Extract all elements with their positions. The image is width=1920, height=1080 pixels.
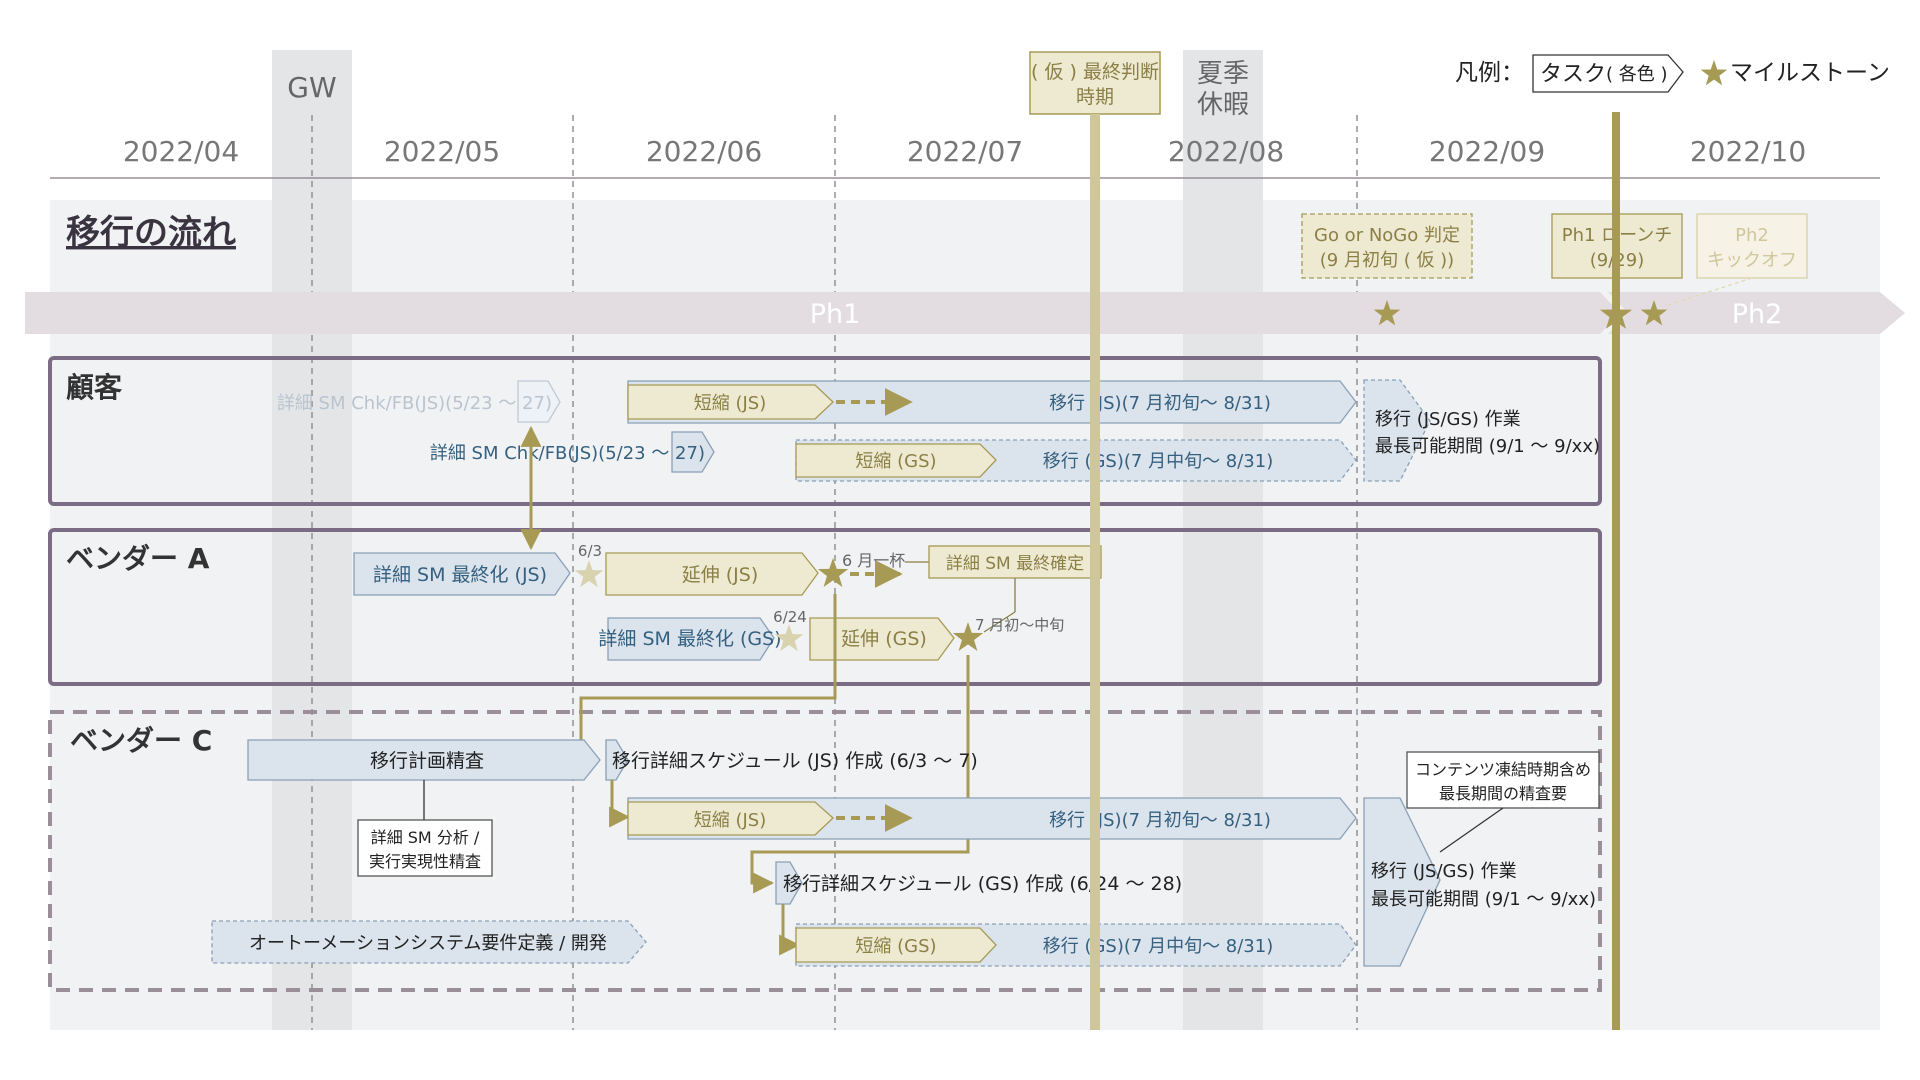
vendor-c-freeze-note-2: 最長期間の精査要 <box>1439 784 1567 803</box>
legend-label: 凡例： <box>1455 60 1524 86</box>
final-decision-box <box>1029 51 1161 115</box>
gonogo-label-1: Go or NoGo 判定 <box>1314 225 1460 246</box>
vendor-a-extend-gs-label: 延伸 (GS) <box>841 628 927 650</box>
customer-faded-task <box>517 380 561 423</box>
month-label: 2022/05 <box>384 135 500 168</box>
customer-section <box>48 356 1602 506</box>
summer-label-2: 休暇 <box>1197 90 1249 120</box>
vendor-c-plan-bar <box>247 739 601 781</box>
vendor-c-freeze-note-1: コンテンツ凍結時期含め <box>1415 760 1591 779</box>
legend-task-shape <box>1532 54 1684 93</box>
vendor-a-final-js-bar <box>353 552 571 596</box>
customer-work-label-2: 最長可能期間 (9/1 ～ 9/xx) <box>1375 436 1600 457</box>
vendor-c-migrate-gs-label: 移行 (GS)(7 月中旬～ 8/31) <box>1043 936 1274 957</box>
month-label: 2022/06 <box>646 135 762 168</box>
month-gridlines <box>311 115 1358 1030</box>
gonogo-label-2: (9 月初旬 ( 仮 )) <box>1320 250 1454 271</box>
legend-task-sub: ( 各色 ) <box>1606 64 1668 85</box>
gonogo-box <box>1301 213 1473 279</box>
vendor-a-final-js-label: 詳細 SM 最終化 (JS) <box>373 564 547 586</box>
vendor-c-work-chevron <box>1363 797 1441 967</box>
vendor-c-gs-connector <box>779 904 801 956</box>
customer-work-chevron <box>1363 379 1431 482</box>
vendor-a-date-624: 6/24 <box>773 608 807 626</box>
flow-title: 移行の流れ <box>66 213 236 253</box>
month-label: 2022/07 <box>907 135 1023 168</box>
vendor-a-section <box>48 528 1602 686</box>
vendor-c-plan-label: 移行計画精査 <box>370 750 484 772</box>
vendor-a-june-end: 6 月一杯 <box>842 551 905 570</box>
vendor-c-section <box>48 710 1602 992</box>
vendor-c-section-title: ベンダー C <box>70 724 212 757</box>
vendor-c-plan-note-2: 実行実現性精査 <box>369 852 481 871</box>
flow-panel <box>50 200 1880 1030</box>
final-decision-label-2: 時期 <box>1076 86 1114 108</box>
customer-short-gs-bar <box>795 443 997 478</box>
customer-sm-chk-task <box>671 431 715 473</box>
phase-band-ph2 <box>1608 292 1905 334</box>
vendor-c-work-label-2: 最長可能期間 (9/1 ～ 9/xx) <box>1371 889 1596 910</box>
gw-label: GW <box>287 71 336 104</box>
customer-section-title: 顧客 <box>66 371 123 404</box>
customer-sm-chk-label: 詳細 SM Chk/FB(JS)(5/23 ～ 27) <box>430 443 705 464</box>
final-decision-label-1: ( 仮 ) 最終判断 <box>1031 61 1159 83</box>
customer-migrate-gs-label: 移行 (GS)(7 月中旬～ 8/31) <box>1043 451 1274 472</box>
ph2-kickoff-label-1: Ph2 <box>1735 225 1769 246</box>
phase-label-ph2: Ph2 <box>1732 299 1783 330</box>
ph2-kickoff-leader <box>1664 277 1753 307</box>
vendor-a-date-63: 6/3 <box>578 542 602 560</box>
legend-star-icon <box>1700 60 1728 86</box>
customer-short-js-bar <box>627 384 834 420</box>
vendor-c-short-gs-label: 短縮 (GS) <box>855 936 936 957</box>
month-label: 2022/09 <box>1429 135 1545 168</box>
phase-label-ph1: Ph1 <box>810 299 861 330</box>
vendor-c-short-js-label: 短縮 (JS) <box>694 810 767 831</box>
month-label: 2022/08 <box>1168 135 1284 168</box>
vendor-a-extend-js-label: 延伸 (JS) <box>682 564 759 586</box>
vendor-c-short-gs-bar <box>795 927 997 963</box>
vendor-c-sched-gs-label: 移行詳細スケジュール (GS) 作成 (6/24 ～ 28) <box>783 873 1182 895</box>
legend: 凡例： タスク ( 各色 ) マイルストーン <box>1455 54 1890 93</box>
vendor-a-final-gs-label: 詳細 SM 最終化 (GS) <box>598 628 781 650</box>
vendor-c-sched-js-chevron <box>605 739 629 781</box>
vendor-a-sm-confirm-label: 詳細 SM 最終確定 <box>946 554 1084 574</box>
vendor-c-migrate-js-label: 移行 (JS)(7 月初旬～ 8/31) <box>1049 810 1271 831</box>
customer-migrate-js-label: 移行 (JS)(7 月初旬～ 8/31) <box>1049 393 1271 414</box>
vendor-c-plan-note-1: 詳細 SM 分析 / <box>371 828 480 847</box>
vendor-a-final-gs-bar <box>607 617 775 661</box>
vendor-c-automation-label: オートーメーションシステム要件定義 / 開発 <box>249 933 607 954</box>
month-label: 2022/10 <box>1690 135 1806 168</box>
vendor-c-short-js-bar <box>627 801 834 836</box>
legend-task-label: タスク <box>1540 62 1606 87</box>
vendor-a-to-c-gs-connector <box>750 655 970 894</box>
vendor-a-extend-js-bar <box>605 552 819 596</box>
vendor-c-work-label-1: 移行 (JS/GS) 作業 <box>1371 861 1517 882</box>
vendor-c-plan-note-box <box>357 819 493 877</box>
vendor-a-july-leader <box>983 611 1016 633</box>
vendor-c-sched-js-label: 移行詳細スケジュール (JS) 作成 (6/3 ～ 7) <box>612 750 978 772</box>
legend-milestone-label: マイルストーン <box>1730 60 1890 86</box>
customer-short-js-label: 短縮 (JS) <box>694 393 767 414</box>
vendor-c-js-connector <box>609 780 631 828</box>
month-label: 2022/04 <box>123 135 239 168</box>
customer-short-gs-label: 短縮 (GS) <box>855 451 936 472</box>
month-labels: 2022/04 2022/05 2022/06 2022/07 2022/08 … <box>123 135 1806 168</box>
summer-band <box>1183 50 1263 1030</box>
vendor-c-freeze-note-leader <box>1439 807 1504 853</box>
vendor-a-july-early-mid: 7 月初～中旬 <box>975 616 1064 634</box>
customer-work-label-1: 移行 (JS/GS) 作業 <box>1375 409 1521 430</box>
vendor-a-section-title: ベンダー A <box>66 542 210 575</box>
vendor-c-sched-gs-chevron <box>775 861 803 905</box>
vendor-c-freeze-note-box <box>1406 751 1600 809</box>
phase-band-ph1 <box>25 292 1620 334</box>
ph2-kickoff-label-2: キックオフ <box>1707 250 1797 271</box>
vendor-c-automation-bar <box>211 920 647 964</box>
summer-label-1: 夏季 <box>1197 59 1249 89</box>
vendor-a-extend-gs-bar <box>809 617 955 661</box>
customer-faded-task-label: 詳細 SM Chk/FB(JS)(5/23 ～ 27) <box>277 393 552 414</box>
ph2-kickoff-box <box>1696 213 1808 279</box>
